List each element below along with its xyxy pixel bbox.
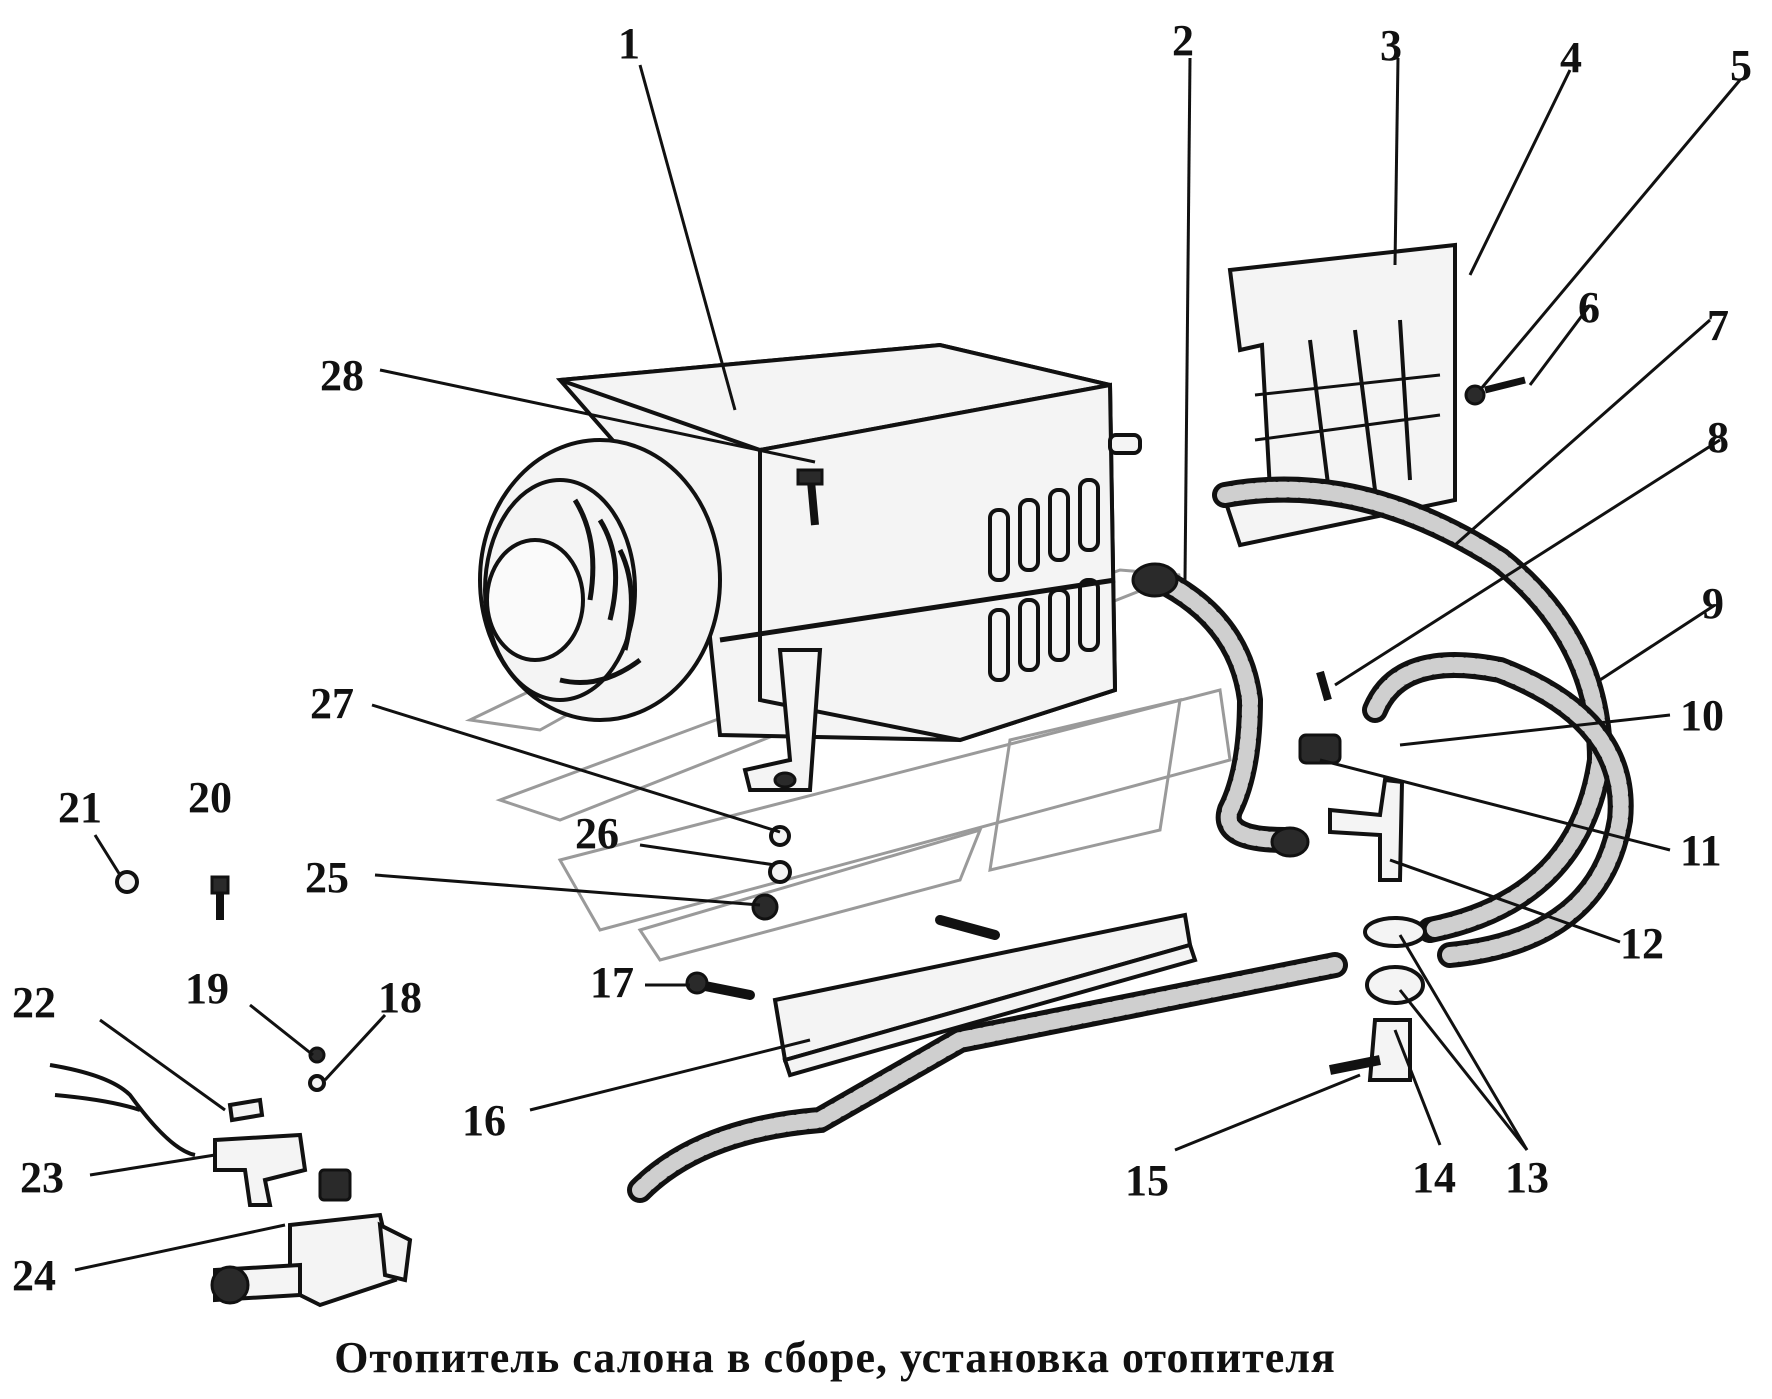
- callout-6: 6: [1578, 283, 1600, 332]
- callout-15: 15: [1125, 1156, 1169, 1205]
- tap-valve-icon: [49, 1063, 413, 1308]
- callout-27: 27: [310, 679, 354, 728]
- callout-20: 20: [188, 773, 232, 822]
- callout-23: 23: [20, 1153, 64, 1202]
- callout-24: 24: [12, 1251, 56, 1300]
- callout-2: 2: [1172, 16, 1194, 65]
- callout-5: 5: [1730, 41, 1752, 90]
- callout-8: 8: [1707, 413, 1729, 462]
- callout-12: 12: [1620, 919, 1664, 968]
- callout-7: 7: [1707, 301, 1729, 350]
- callout-4: 4: [1560, 33, 1582, 82]
- callout-10: 10: [1680, 691, 1724, 740]
- callout-3: 3: [1380, 21, 1402, 70]
- callout-1: 1: [618, 19, 640, 68]
- callout-18: 18: [378, 973, 422, 1022]
- callout-25: 25: [305, 853, 349, 902]
- callout-22: 22: [12, 978, 56, 1027]
- rail-icon: [627, 912, 1348, 1203]
- fittings-icon: [1298, 670, 1427, 1082]
- callout-28: 28: [320, 351, 364, 400]
- leader-lines: [74, 57, 1742, 1272]
- heater-assembly-icon: [478, 342, 1142, 792]
- hose-icon: [1131, 476, 1634, 968]
- callout-21: 21: [58, 783, 102, 832]
- diagram-caption: Отопитель салона в сборе, установка отоп…: [334, 1333, 1336, 1382]
- callout-26: 26: [575, 809, 619, 858]
- callout-17: 17: [590, 958, 634, 1007]
- callout-13: 13: [1505, 1153, 1549, 1202]
- fasteners-icon: [115, 376, 1526, 1092]
- callout-14: 14: [1412, 1153, 1456, 1202]
- callout-11: 11: [1680, 826, 1722, 875]
- callout-numbers: 1 2 3 4 5 6 7 8 9 10 11 12 13 14 15 16 1…: [12, 16, 1752, 1300]
- callout-16: 16: [462, 1096, 506, 1145]
- callout-9: 9: [1702, 579, 1724, 628]
- callout-19: 19: [185, 964, 229, 1013]
